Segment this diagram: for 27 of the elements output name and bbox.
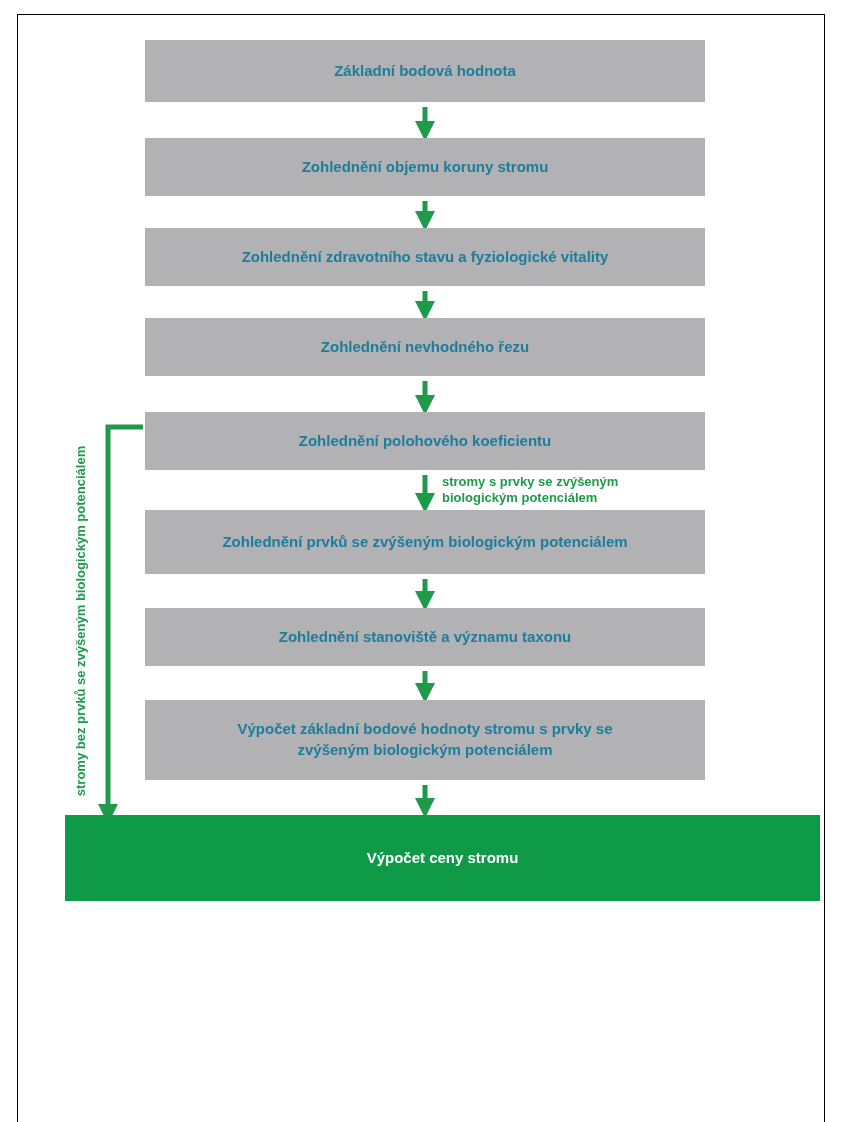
edge-label: stromy bez prvků se zvýšeným biologickým potenciálem xyxy=(73,445,87,797)
arrow xyxy=(415,671,435,703)
process-box xyxy=(145,318,705,376)
process-box xyxy=(145,700,705,780)
process-box xyxy=(145,138,705,196)
box-label: Zohlednění objemu koruny stromu xyxy=(301,156,549,177)
box-label: Zohlednění stanoviště a významu taxonu xyxy=(278,626,572,647)
arrow xyxy=(415,291,435,321)
arrow xyxy=(415,579,435,611)
arrow xyxy=(415,475,435,513)
box-label: Zohlednění nevhodného řezu xyxy=(320,336,530,357)
process-box xyxy=(145,412,705,470)
process-box xyxy=(145,510,705,574)
result-box xyxy=(65,815,820,901)
arrow xyxy=(415,381,435,415)
arrow xyxy=(415,785,435,818)
process-box xyxy=(145,608,705,666)
box-label: Základní bodová hodnota xyxy=(334,60,516,81)
box-label: Výpočet ceny stromu xyxy=(366,847,519,868)
process-box xyxy=(145,228,705,286)
box-label: Zohlednění polohového koeficientu xyxy=(298,430,552,451)
box-label: Zohlednění prvků se zvýšeným biologickým potenciálem xyxy=(222,531,628,552)
arrow xyxy=(415,107,435,141)
arrow xyxy=(415,201,435,231)
box-label: Zohlednění zdravotního stavu a fyziologické vitality xyxy=(241,246,609,267)
box-label: Výpočet základní bodové hodnoty stromu s prvky se zvýšeným biologickým potenciálem xyxy=(236,719,614,760)
process-box xyxy=(145,40,705,102)
